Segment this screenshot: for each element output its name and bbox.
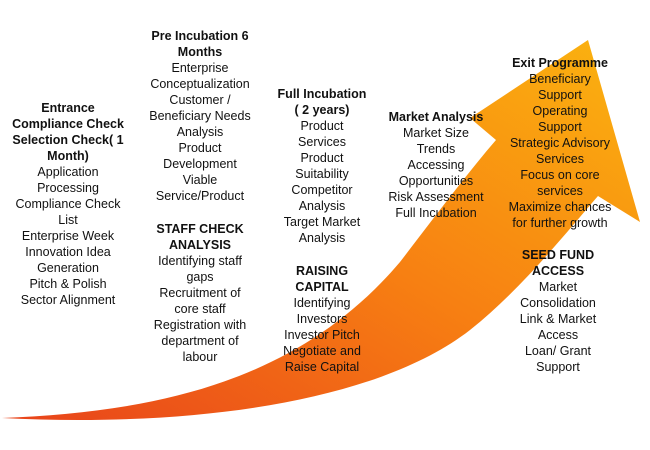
stage-title-line: Entrance bbox=[41, 101, 95, 115]
stage-item-line: Target Market bbox=[283, 215, 361, 229]
stage-item-line: Market bbox=[538, 280, 578, 294]
stage-item-line: Support bbox=[538, 88, 582, 102]
staff-check-stage: STAFF CHECK ANALYSIS Identifying staff gaps… bbox=[134, 221, 266, 365]
stage-item-line: Product bbox=[300, 119, 344, 133]
stage-item-line: Viable bbox=[182, 173, 218, 187]
stage-item-line: Access bbox=[537, 328, 579, 342]
stage-title-line: ACCESS bbox=[531, 264, 585, 278]
stage-item-line: Beneficiary Needs bbox=[149, 109, 251, 123]
stage-item-line: core staff bbox=[174, 302, 226, 316]
stage-item-line: Operating bbox=[532, 104, 588, 118]
stage-item-line: Innovation Idea bbox=[25, 245, 111, 259]
stage-item-line: Investor Pitch bbox=[284, 328, 360, 342]
stage-title-line: SEED FUND bbox=[521, 248, 595, 262]
stage-item-line: Maximize chances bbox=[508, 200, 612, 214]
stage-item-line: Product bbox=[300, 151, 344, 165]
stage-item-line: Full Incubation bbox=[395, 206, 477, 220]
stage-item-line: Investors bbox=[296, 312, 348, 326]
stage-item-line: Sector Alignment bbox=[20, 293, 116, 307]
stage-item-line: Risk Assessment bbox=[388, 190, 484, 204]
stage-item-line: Development bbox=[163, 157, 237, 171]
stage-item-line: Suitability bbox=[295, 167, 349, 181]
stage-title-line: Months bbox=[177, 45, 223, 59]
stage-item-line: Processing bbox=[37, 181, 99, 195]
stage-item-line: Focus on core bbox=[520, 168, 600, 182]
stage-item-line: Competitor bbox=[291, 183, 353, 197]
stage-item-line: Generation bbox=[37, 261, 99, 275]
stage-title-line: Compliance Check bbox=[12, 117, 124, 131]
stage-title-line: Selection Check( 1 bbox=[12, 133, 124, 147]
stage-item-line: Product bbox=[178, 141, 222, 155]
stage-item-line: labour bbox=[182, 350, 218, 364]
stage-title-line: Month) bbox=[47, 149, 89, 163]
stage-item-line: Analysis bbox=[298, 199, 346, 213]
stage-item-line: Customer / bbox=[169, 93, 231, 107]
stage-item-line: Strategic Advisory bbox=[509, 136, 611, 150]
stage-item-line: Services bbox=[298, 135, 346, 149]
stage-item-line: List bbox=[58, 213, 78, 227]
stage-item-line: Analysis bbox=[298, 231, 346, 245]
stage-item-line: Loan/ Grant bbox=[524, 344, 591, 358]
stage-item-line: Analysis bbox=[176, 125, 224, 139]
stage-title-line: Exit Programme bbox=[512, 56, 608, 70]
stage-item-line: Negotiate and bbox=[283, 344, 361, 358]
stage-item-line: Conceptualization bbox=[150, 77, 250, 91]
stage-title-line: ANALYSIS bbox=[168, 238, 232, 252]
stage-item-line: Support bbox=[538, 120, 582, 134]
stage-item-line: Accessing bbox=[407, 158, 465, 172]
stage-title-line: STAFF CHECK bbox=[156, 222, 244, 236]
stage-item-line: department of bbox=[161, 334, 239, 348]
stage-title-line: Full Incubation bbox=[277, 87, 367, 101]
stage-item-line: gaps bbox=[186, 270, 214, 284]
stage-title-line: ( 2 years) bbox=[294, 103, 350, 117]
stage-item-line: Services bbox=[536, 152, 584, 166]
stage-item-line: Service/Product bbox=[155, 189, 245, 203]
stage-item-line: Opportunities bbox=[398, 174, 474, 188]
stage-item-line: Enterprise bbox=[171, 61, 229, 75]
stage-title-line: Pre Incubation 6 bbox=[151, 29, 249, 43]
stage-item-line: for further growth bbox=[512, 216, 608, 230]
stage-item-line: services bbox=[537, 184, 583, 198]
stage-title-line: RAISING bbox=[295, 264, 349, 278]
stage-title-line: CAPITAL bbox=[295, 280, 349, 294]
stage-item-line: Identifying staff bbox=[158, 254, 242, 268]
stage-item-line: Raise Capital bbox=[284, 360, 360, 374]
stage-item-line: Identifying bbox=[293, 296, 351, 310]
stage-item-line: Registration with bbox=[153, 318, 247, 332]
stage-item-line: Market Size bbox=[403, 126, 469, 140]
stage-item-line: Consolidation bbox=[520, 296, 596, 310]
stage-item-line: Link & Market bbox=[519, 312, 597, 326]
growth-arrow-shape bbox=[2, 40, 640, 420]
stage-item-line: Enterprise Week bbox=[21, 229, 115, 243]
stage-item-line: Recruitment of bbox=[159, 286, 241, 300]
stage-item-line: Compliance Check bbox=[15, 197, 121, 211]
stage-title-line: Market Analysis bbox=[388, 110, 484, 124]
stage-item-line: Beneficiary bbox=[529, 72, 591, 86]
stage-item-line: Support bbox=[536, 360, 580, 374]
stage-item-line: Pitch & Polish bbox=[29, 277, 107, 291]
stage-item-line: Application bbox=[37, 165, 99, 179]
stage-item-line: Trends bbox=[416, 142, 456, 156]
